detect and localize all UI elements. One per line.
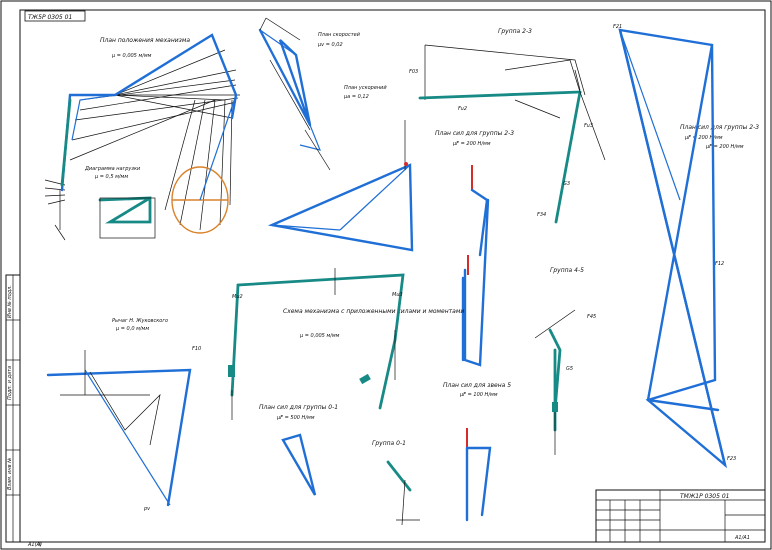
svg-text:F12: F12 <box>715 261 724 267</box>
svg-text:μ = 0,005 м/мм: μ = 0,005 м/мм <box>111 53 152 59</box>
svg-text:План сил для группы 0-1: План сил для группы 0-1 <box>259 404 338 411</box>
corner-stamp: ТЖ5Р 0305 01 <box>24 10 86 22</box>
svg-text:План скоростей: План скоростей <box>318 32 361 38</box>
title-code: ТМЖ1Р 0305 01 <box>680 493 729 500</box>
svg-text:Mu3: Mu3 <box>392 292 403 298</box>
svg-text:F10: F10 <box>192 346 201 352</box>
svg-text:F23: F23 <box>727 456 736 462</box>
link-23 <box>418 90 582 100</box>
svg-text:План сил для группы 2-3: План сил для группы 2-3 <box>680 124 759 131</box>
group-45: Группа 4-5 F45 G5 <box>534 267 596 455</box>
bottom-x-mark: X <box>37 542 42 548</box>
svg-text:F45: F45 <box>587 314 596 320</box>
side-text-2: Подп. и дата <box>7 366 13 400</box>
svg-text:Fu2: Fu2 <box>458 106 467 112</box>
forces-plan-23: План сил для группы 2-3 μF = 200 Н/мм <box>435 130 514 367</box>
svg-text:Fu3: Fu3 <box>584 123 593 129</box>
zhukovsky-lever: Рычаг Н. Жуковского μ = 0,0 м/мм pv F10 <box>46 318 201 512</box>
forces-link-5: План сил для звена 5 μF = 100 Н/мм <box>443 382 511 522</box>
svg-text:μ = 0,005 м/мм: μ = 0,005 м/мм <box>299 333 340 339</box>
svg-text:μF = 100 Н/мм: μF = 100 Н/мм <box>459 392 498 398</box>
scheme-forces: Схема механизма с приложенными силами и … <box>228 268 464 420</box>
sheet-label: А1/А1 <box>734 535 750 541</box>
link-chain <box>68 33 238 120</box>
title-block: ТМЖ1Р 0305 01 А1/А1 <box>595 489 766 543</box>
svg-text:μ = 0,5 м/мм: μ = 0,5 м/мм <box>94 174 128 180</box>
force-triangle-01 <box>281 433 317 496</box>
svg-text:Mu2: Mu2 <box>232 294 243 300</box>
force-polygon-23 <box>463 198 490 367</box>
accel-plan: План ускорений μa = 0,12 <box>299 85 387 171</box>
svg-text:μF = 200 Н/мм: μF = 200 Н/мм <box>452 141 491 147</box>
group-23: Группа 2-3 F03 Fu2 G3 F34 Fu3 <box>409 28 606 224</box>
svg-text:План положения механизма: План положения механизма <box>100 37 190 44</box>
svg-text:F03: F03 <box>409 69 418 75</box>
bottom-mark: А1(А) <box>27 542 42 548</box>
group-01: Группа 0-1 <box>372 440 420 526</box>
svg-text:G5: G5 <box>566 366 573 372</box>
svg-text:μa = 0,12: μa = 0,12 <box>343 94 369 100</box>
lever-outline <box>46 368 192 507</box>
svg-text:План ускорений: План ускорений <box>344 85 387 91</box>
svg-text:План сил для звена 5: План сил для звена 5 <box>443 382 511 389</box>
svg-text:μF = 500 Н/мм: μF = 500 Н/мм <box>276 415 315 421</box>
svg-text:F21: F21 <box>613 24 622 30</box>
force-triangle <box>267 163 414 252</box>
forces-01: План сил для группы 0-1 μF = 500 Н/мм <box>259 404 338 496</box>
svg-text:F34: F34 <box>537 212 546 218</box>
svg-text:μF = 200 Н/мм: μF = 200 Н/мм <box>705 144 744 150</box>
svg-text:Группа 2-3: Группа 2-3 <box>498 28 532 35</box>
svg-text:ТЖ5Р 0305 01: ТЖ5Р 0305 01 <box>28 14 72 21</box>
svg-text:μ = 0,0 м/мм: μ = 0,0 м/мм <box>115 326 149 332</box>
side-column: Инв № подл. Подп. и дата Взам. инв № <box>5 274 21 543</box>
force-triangle-23 <box>267 120 414 252</box>
velocity-plan: План скоростей μv = 0,02 <box>258 17 361 131</box>
side-text-3: Взам. инв № <box>7 458 13 490</box>
svg-text:μv = 0,02: μv = 0,02 <box>317 42 343 48</box>
svg-text:Схема механизма с приложенными: Схема механизма с приложенными силами и … <box>283 308 464 315</box>
svg-text:Диаграмма нагрузки: Диаграмма нагрузки <box>84 166 141 172</box>
svg-text:Группа 0-1: Группа 0-1 <box>372 440 406 447</box>
mechanism-plan: План положения механизма μ = 0,005 м/мм … <box>44 33 240 241</box>
side-text-1: Инв № подл. <box>7 285 13 318</box>
force-polygon-5 <box>465 446 492 517</box>
scheme-links <box>236 273 405 410</box>
forces-plan-right: План сил для группы 2-3 μF = 200 Н/мм μF… <box>613 24 759 469</box>
svg-text:μF = 200 Н/мм: μF = 200 Н/мм <box>684 135 723 141</box>
svg-text:Группа 4-5: Группа 4-5 <box>550 267 584 274</box>
svg-text:Рычаг Н. Жуковского: Рычаг Н. Жуковского <box>112 318 168 324</box>
svg-text:G3: G3 <box>563 181 570 187</box>
svg-text:План сил для группы 2-3: План сил для группы 2-3 <box>435 130 514 137</box>
svg-text:pv: pv <box>143 506 151 512</box>
